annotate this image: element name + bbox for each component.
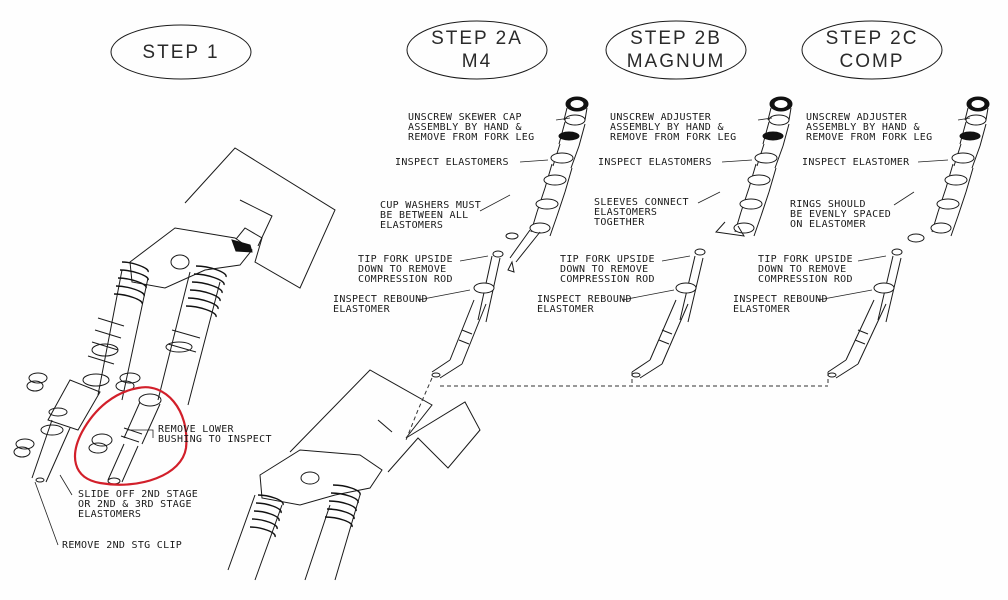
step-1-leaders <box>34 429 154 546</box>
m4-tip-2: DOWN TO REMOVE <box>358 264 447 275</box>
comp-rings-3: ON ELASTOMER <box>790 219 867 230</box>
m4-unscrew-2: ASSEMBLY BY HAND & <box>408 122 522 133</box>
m4-cup-3: ELASTOMERS <box>380 220 443 231</box>
comp-tip-3: COMPRESSION ROD <box>758 274 853 285</box>
label-remove-lower-1: REMOVE LOWER <box>158 424 235 435</box>
dashed-connectors <box>405 372 829 441</box>
comp-rings-2: BE EVENLY SPACED <box>790 209 891 220</box>
comp-elastomer-stack <box>827 96 990 379</box>
mag-rebound-2: ELASTOMER <box>537 304 595 315</box>
comp-rebound-1: INSPECT REBOUND <box>733 294 828 305</box>
mag-tip-1: TIP FORK UPSIDE <box>560 254 655 265</box>
mag-rebound-1: INSPECT REBOUND <box>537 294 632 305</box>
magnum-elastomer-stack <box>631 96 793 379</box>
m4-cup-2: BE BETWEEN ALL <box>380 210 469 221</box>
m4-unscrew-1: UNSCREW SKEWER CAP <box>408 112 522 123</box>
comp-unscrew-2: ASSEMBLY BY HAND & <box>806 122 920 133</box>
red-highlight-circle <box>74 386 188 486</box>
comp-rings-1: RINGS SHOULD <box>790 199 866 210</box>
comp-unscrew-1: UNSCREW ADJUSTER <box>806 112 908 123</box>
mag-tip-2: DOWN TO REMOVE <box>560 264 649 275</box>
m4-elastomer-stack <box>431 96 589 379</box>
label-slide-off-2: OR 2ND & 3RD STAGE <box>78 499 192 510</box>
mag-unscrew-3: REMOVE FROM FORK LEG <box>610 132 736 143</box>
step-2a-line1: STEP 2A <box>431 28 523 49</box>
m4-tip-1: TIP FORK UPSIDE <box>358 254 453 265</box>
step-2-fork-drawing <box>227 369 481 581</box>
step-1-line1: STEP 1 <box>142 42 219 63</box>
mag-sleeve-1: SLEEVES CONNECT <box>594 197 689 208</box>
step-1-fork-drawing <box>13 147 336 486</box>
label-slide-off-3: ELASTOMERS <box>78 509 141 520</box>
comp-tip-1: TIP FORK UPSIDE <box>758 254 853 265</box>
m4-unscrew-3: REMOVE FROM FORK LEG <box>408 132 534 143</box>
m4-inspect: INSPECT ELASTOMERS <box>395 157 509 168</box>
label-remove-lower-2: BUSHING TO INSPECT <box>158 434 272 445</box>
mag-unscrew-1: UNSCREW ADJUSTER <box>610 112 712 123</box>
step-2c-title: STEP 2C COMP <box>801 20 943 80</box>
comp-inspect: INSPECT ELASTOMER <box>802 157 910 168</box>
step-2-leaders <box>417 117 971 301</box>
step-2a-line2: M4 <box>462 51 492 72</box>
m4-rebound-1: INSPECT REBOUND <box>333 294 428 305</box>
comp-unscrew-3: REMOVE FROM FORK LEG <box>806 132 932 143</box>
step-2b-line2: MAGNUM <box>627 51 726 72</box>
comp-rebound-2: ELASTOMER <box>733 304 791 315</box>
mag-unscrew-2: ASSEMBLY BY HAND & <box>610 122 724 133</box>
step-2c-line1: STEP 2C <box>826 28 919 49</box>
m4-tip-3: COMPRESSION ROD <box>358 274 453 285</box>
mag-sleeve-2: ELASTOMERS <box>594 207 657 218</box>
mag-sleeve-3: TOGETHER <box>594 217 645 228</box>
step-2b-title: STEP 2B MAGNUM <box>605 20 747 80</box>
step-1-title: STEP 1 <box>110 24 252 80</box>
m4-cup-1: CUP WASHERS MUST <box>380 200 481 211</box>
comp-tip-2: DOWN TO REMOVE <box>758 264 847 275</box>
step-2b-line1: STEP 2B <box>630 28 722 49</box>
label-remove-clip: REMOVE 2ND STG CLIP <box>62 540 182 551</box>
mag-inspect: INSPECT ELASTOMERS <box>598 157 712 168</box>
step-2c-line2: COMP <box>840 51 905 72</box>
m4-rebound-2: ELASTOMER <box>333 304 391 315</box>
label-slide-off-1: SLIDE OFF 2ND STAGE <box>78 489 198 500</box>
mag-tip-3: COMPRESSION ROD <box>560 274 655 285</box>
step-2a-title: STEP 2A M4 <box>406 20 548 80</box>
